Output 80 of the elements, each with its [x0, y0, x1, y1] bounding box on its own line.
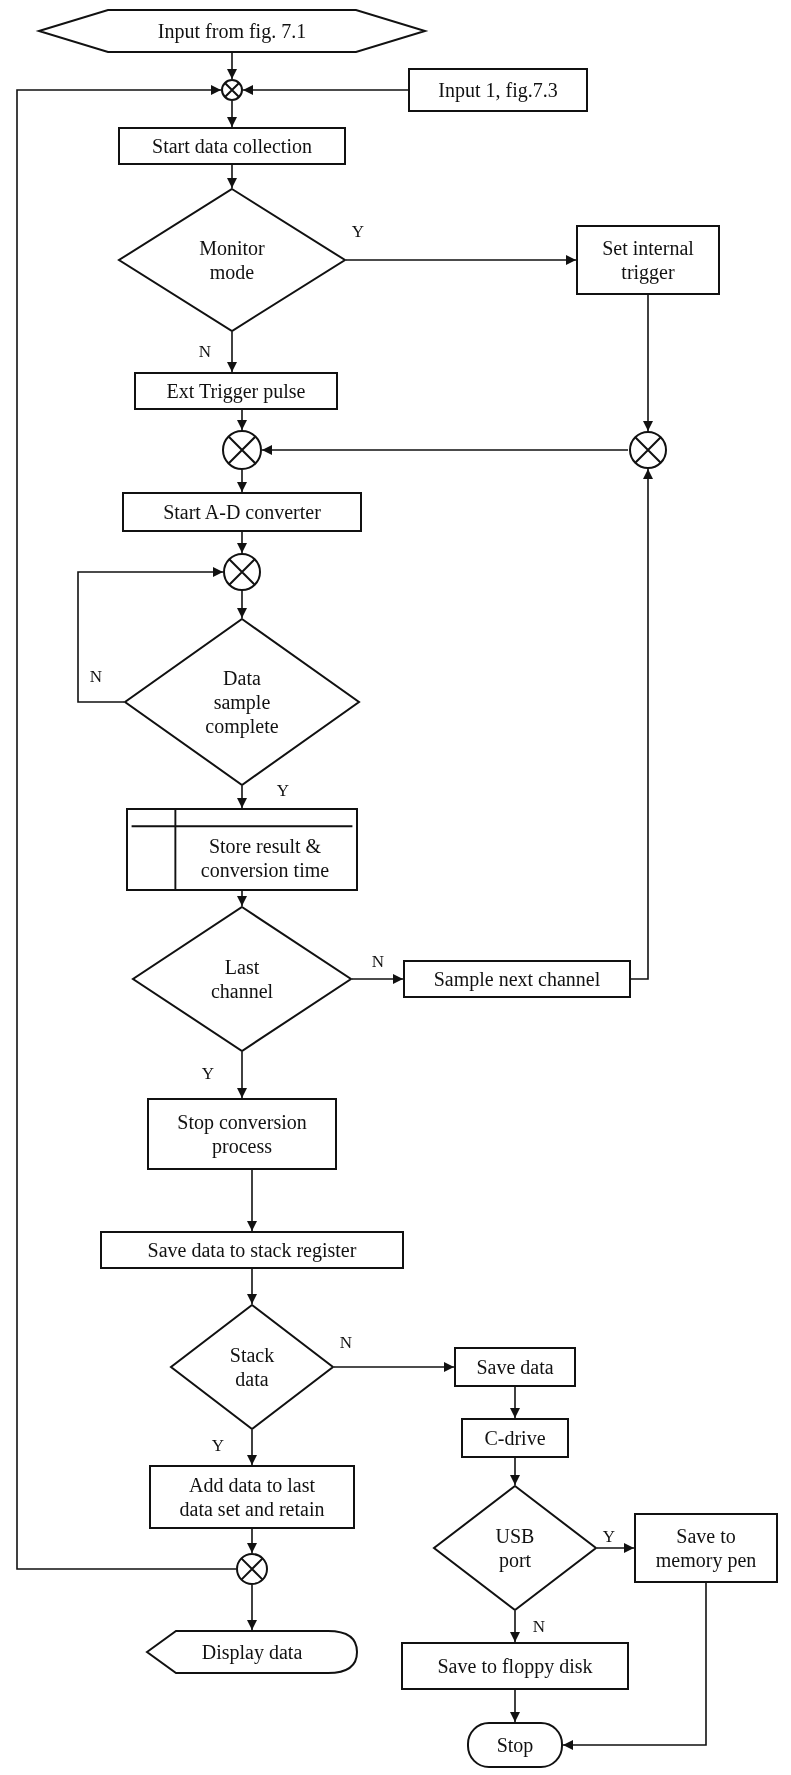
- display-shape: [146, 1630, 358, 1674]
- process-box: [634, 1513, 778, 1583]
- node-text: Store result & conversion time: [199, 834, 331, 882]
- arrow: [333, 1362, 455, 1372]
- arrow: [247, 1528, 257, 1554]
- summing-junction: [628, 431, 668, 469]
- process-box: [454, 1347, 576, 1387]
- node-text: Save to memory pen: [654, 1524, 758, 1572]
- process-box: [100, 1231, 404, 1269]
- node-text: Save data: [476, 1355, 554, 1379]
- decision-diamond: [170, 1304, 334, 1430]
- process-box: [134, 372, 338, 410]
- node-text: Data sample complete: [204, 666, 280, 738]
- arrow: [351, 974, 404, 984]
- arrow: [261, 445, 629, 455]
- node-text: Save to floppy disk: [437, 1654, 593, 1678]
- node-text: Input from fig. 7.1: [157, 19, 307, 43]
- arrow: [16, 85, 237, 1570]
- storage-box: [126, 808, 358, 891]
- arrow: [237, 590, 247, 619]
- node-text: Ext Trigger pulse: [166, 379, 306, 403]
- decision-diamond: [433, 1485, 597, 1611]
- summing-junction: [221, 79, 243, 101]
- arrow: [227, 52, 237, 80]
- arrow: [227, 164, 237, 189]
- node-text: Add data to last data set and retain: [178, 1473, 326, 1521]
- arrow: [510, 1386, 520, 1419]
- terminal-box: [467, 1722, 563, 1768]
- process-box: [147, 1098, 337, 1170]
- arrow: [596, 1543, 635, 1553]
- preparation-hexagon: [38, 9, 426, 53]
- arrow: [227, 100, 237, 128]
- arrow: [345, 255, 577, 265]
- arrow: [562, 1582, 707, 1750]
- node-text: Start data collection: [152, 134, 312, 158]
- arrow: [237, 890, 247, 907]
- node-text: C-drive: [484, 1426, 546, 1450]
- node-text: Start A-D converter: [163, 500, 321, 524]
- summing-junction: [236, 1553, 268, 1585]
- process-box: [403, 960, 631, 998]
- node-text: USB port: [494, 1524, 536, 1572]
- node-text: Display data: [201, 1640, 303, 1664]
- arrow: [237, 785, 247, 809]
- arrow: [510, 1689, 520, 1723]
- process-box: [118, 127, 346, 165]
- node-text: Last channel: [209, 955, 275, 1003]
- node-text: Input 1, fig.7.3: [438, 78, 558, 102]
- node-text: Set internal trigger: [601, 236, 695, 284]
- arrow: [242, 85, 409, 95]
- arrow: [510, 1610, 520, 1643]
- decision-diamond: [118, 188, 346, 332]
- process-box: [461, 1418, 569, 1458]
- arrow: [247, 1429, 257, 1466]
- decision-diamond: [124, 618, 360, 786]
- arrow: [630, 468, 653, 980]
- process-box: [122, 492, 362, 532]
- summing-junction: [222, 430, 262, 470]
- process-box: [576, 225, 720, 295]
- node-text: Monitor mode: [198, 236, 266, 284]
- process-box: [408, 68, 588, 112]
- arrow: [77, 567, 224, 703]
- process-box: [401, 1642, 629, 1690]
- process-box: [149, 1465, 355, 1529]
- node-text: Stack data: [228, 1343, 276, 1391]
- arrow: [643, 294, 653, 432]
- node-text: Save data to stack register: [147, 1238, 357, 1262]
- arrow: [237, 1051, 247, 1099]
- summing-junction: [223, 553, 261, 591]
- arrow: [237, 409, 247, 431]
- node-text: Stop conversion process: [176, 1110, 308, 1158]
- arrow: [247, 1268, 257, 1305]
- arrow: [237, 531, 247, 554]
- decision-diamond: [132, 906, 352, 1052]
- arrow: [247, 1169, 257, 1232]
- arrow: [247, 1584, 257, 1631]
- arrow: [237, 469, 247, 493]
- arrow: [510, 1457, 520, 1486]
- node-text: Sample next channel: [433, 967, 601, 991]
- node-text: Stop: [496, 1733, 534, 1757]
- arrow: [227, 331, 237, 373]
